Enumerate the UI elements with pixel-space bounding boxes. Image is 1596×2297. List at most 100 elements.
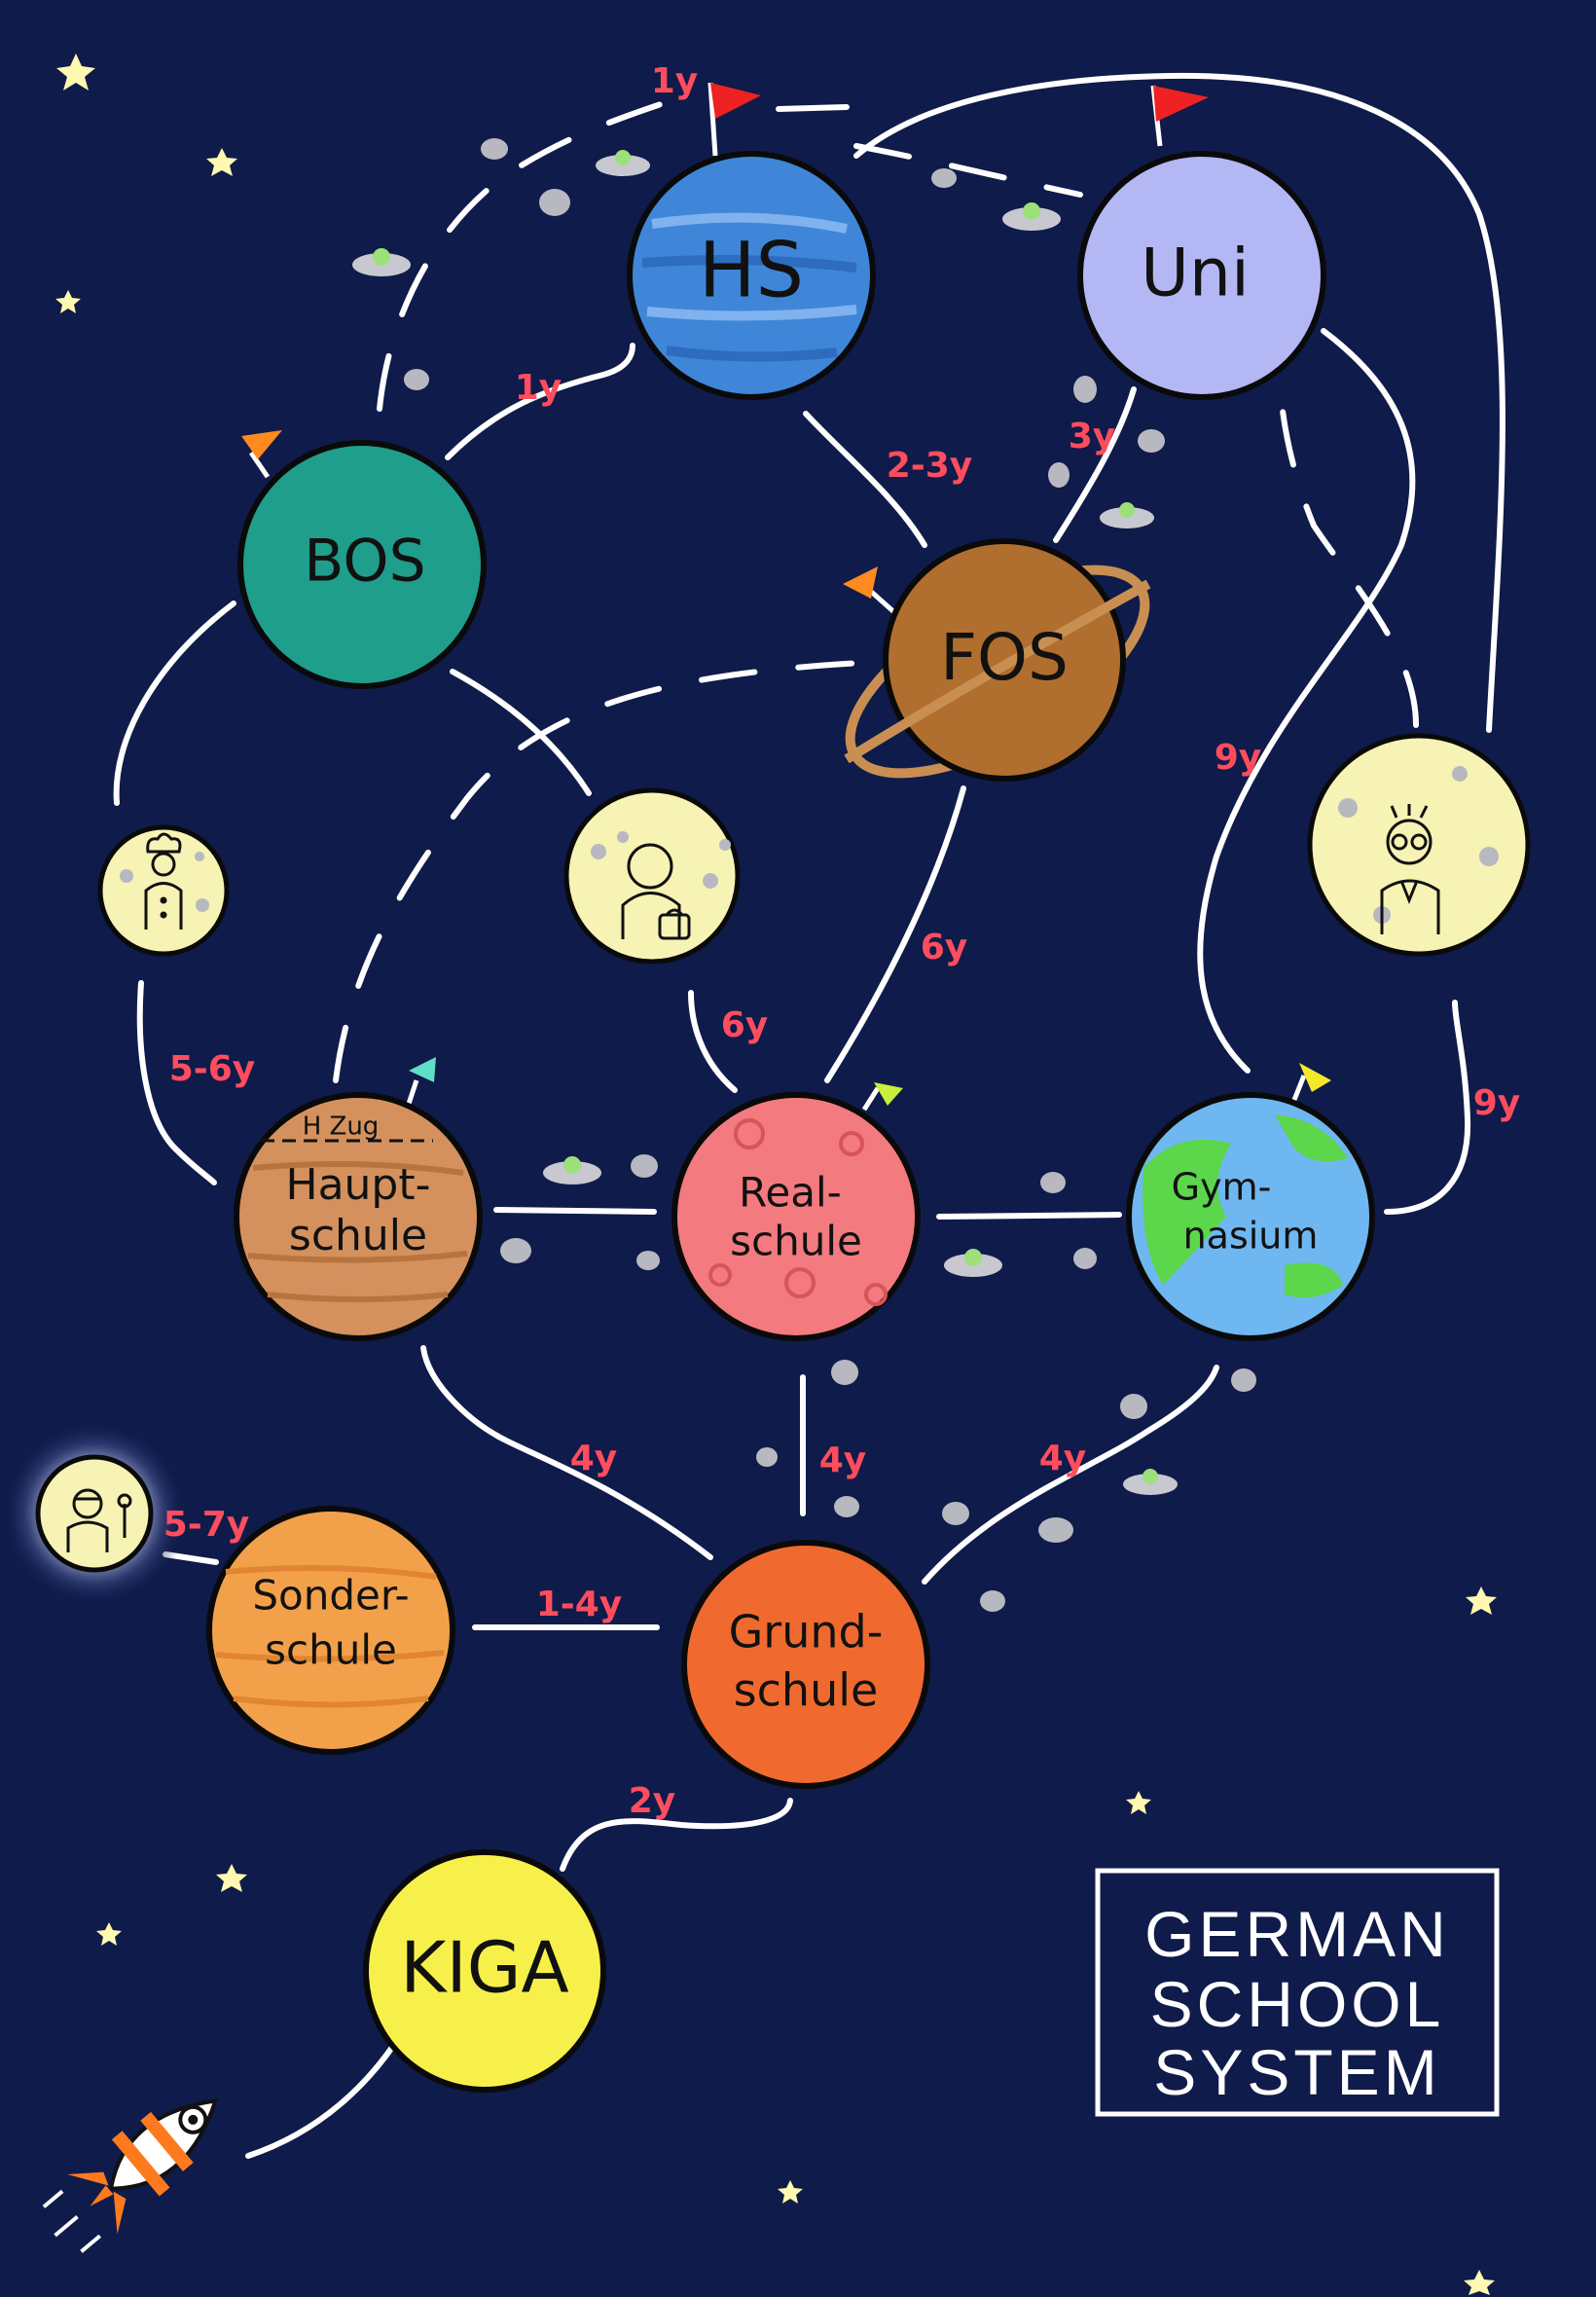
path-profmoon-uni (1277, 367, 1419, 728)
planet-uni[interactable]: Uni (1077, 151, 1326, 400)
duration-gym-grund: 4y (1039, 1439, 1087, 1478)
planet-sonderschule-label-2: schule (265, 1626, 397, 1674)
asteroid-icon (500, 1238, 531, 1263)
flag-icon (843, 566, 897, 615)
flags (241, 82, 1331, 1112)
planet-gymnasium[interactable]: Gym- nasium (1126, 1092, 1375, 1341)
path-rocket-kiga (245, 2031, 404, 2159)
duration-gym-uni-long: 9y (1215, 738, 1262, 778)
flag-icon (707, 82, 761, 157)
rocket-icon (42, 2098, 219, 2253)
asteroid-icon (539, 189, 570, 216)
moon-worker[interactable] (563, 787, 741, 965)
asteroid-icon (636, 1251, 660, 1270)
professor-icon (1380, 804, 1440, 934)
path-haupt-fos-dashed (333, 659, 884, 1083)
asteroid-icon (631, 1154, 658, 1178)
planet-bos-label: BOS (304, 528, 425, 596)
planet-kiga-label: KIGA (400, 1927, 569, 2009)
asteroid-icon (942, 1502, 969, 1525)
path-gym-profmoon (1384, 1000, 1471, 1215)
planet-hauptschule-label-1: Haupt- (286, 1160, 431, 1210)
ufo-icon (944, 1249, 1002, 1277)
path-haupt-real (493, 1207, 657, 1215)
planet-hauptschule-label-2: schule (289, 1211, 427, 1260)
asteroid-icon (1138, 429, 1165, 453)
path-real-gym (936, 1212, 1122, 1220)
title-line-1: GERMAN (1144, 1898, 1450, 1970)
asteroid-icon (1231, 1368, 1256, 1392)
flag-icon (1291, 1063, 1331, 1101)
star-icon (55, 290, 81, 313)
asteroid-icon (831, 1360, 858, 1385)
duration-haupt-grund: 4y (570, 1439, 618, 1478)
asteroid-icon (481, 138, 508, 160)
duration-kiga-grund: 2y (629, 1781, 676, 1821)
planet-grundschule-label-1: Grund- (729, 1606, 884, 1659)
path-gym-uni (1197, 328, 1416, 1074)
ufo-icon (1002, 202, 1061, 231)
planet-grundschule-label-2: schule (734, 1664, 879, 1717)
asteroid-icon (1048, 462, 1070, 488)
path-chefmoon-bos (113, 601, 236, 806)
star-icon (206, 148, 237, 176)
title-box: GERMAN SCHOOL SYSTEM (1095, 1868, 1500, 2117)
flag-icon (404, 1057, 436, 1111)
planet-fos[interactable]: FOS (820, 529, 1175, 813)
worker-icon (621, 843, 691, 940)
star-icon (1466, 1586, 1497, 1615)
planet-hauptschule[interactable]: H Zug Haupt- schule (234, 1092, 483, 1341)
ufo-icon (1100, 502, 1154, 529)
flag-icon (1150, 85, 1209, 147)
duration-gym-uni-right: 9y (1473, 1083, 1521, 1123)
planet-kiga[interactable]: KIGA (363, 1849, 606, 2093)
ufo-icon (1123, 1469, 1178, 1495)
planet-realschule[interactable]: Real- schule (671, 1092, 921, 1341)
moon-chef[interactable] (97, 824, 230, 957)
duration-real-grund: 4y (819, 1440, 867, 1480)
asteroid-icon (756, 1447, 778, 1467)
duration-hs-top: 1y (651, 61, 699, 101)
path-haupt-chefmoon (136, 980, 217, 1185)
stars (55, 54, 1497, 2295)
planet-grundschule[interactable]: Grund- schule (681, 1540, 930, 1789)
asteroid-icon (834, 1496, 859, 1517)
path-bos-hs (445, 343, 635, 460)
duration-fos-uni: 3y (1069, 417, 1116, 456)
path-kiga-grundschule (560, 1798, 793, 1872)
asteroid-icon (1040, 1172, 1066, 1193)
moon-sonder[interactable] (2, 1421, 187, 1606)
duration-sonder-moon: 5-7y (163, 1505, 250, 1545)
star-icon (56, 54, 95, 91)
planet-bos[interactable]: BOS (237, 440, 487, 689)
planet-realschule-label-1: Real- (739, 1169, 842, 1217)
asteroid-icon (404, 369, 429, 390)
planet-hs[interactable]: HS (627, 151, 876, 400)
asteroid-icon (931, 168, 957, 188)
asteroids (404, 138, 1256, 1612)
ufos (352, 150, 1178, 1495)
duration-sonder-grund: 1-4y (536, 1585, 623, 1624)
ufo-icon (352, 248, 411, 276)
duration-hs-fos: 2-3y (887, 446, 973, 486)
asteroid-icon (1073, 376, 1097, 403)
path-hs-top (776, 104, 850, 112)
title-line-2: SCHOOL (1150, 1968, 1445, 2040)
star-icon (96, 1922, 122, 1946)
mechanic-icon (66, 1488, 132, 1552)
duration-labels: 1y 1y 2-3y 3y 9y 9y 6y 6y 5-6y 4y 4y 4y … (163, 61, 1521, 1821)
ufo-icon (596, 150, 650, 176)
duration-moon-haupt: 5-6y (169, 1049, 256, 1089)
path-real-workermoon (688, 990, 738, 1093)
star-icon (216, 1864, 247, 1892)
path-bos-hs-dashed (377, 94, 684, 412)
moon-professor[interactable] (1307, 733, 1531, 957)
path-hs-fos (803, 411, 927, 548)
duration-fos-real: 6y (921, 928, 968, 967)
planet-sonderschule[interactable]: Sonder- schule (206, 1506, 455, 1755)
star-icon (1126, 1791, 1151, 1814)
flag-icon (861, 1082, 903, 1112)
star-icon (1464, 2270, 1495, 2295)
planet-fos-label: FOS (940, 620, 1069, 695)
